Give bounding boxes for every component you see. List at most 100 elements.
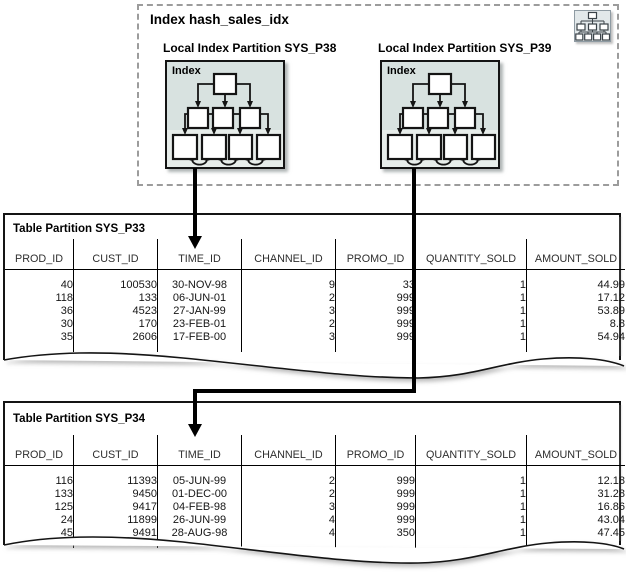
table-cell: 2 <box>241 465 336 488</box>
spacer-cell <box>415 344 527 352</box>
table-cell: 1 <box>415 292 527 305</box>
table-cell: 9 <box>241 269 336 292</box>
table-cell: 999 <box>335 465 416 488</box>
arrow-sysp39-elbow <box>193 389 416 393</box>
table-cell: 4523 <box>73 305 158 318</box>
column-header: CUST_ID <box>73 239 158 270</box>
table-cell: 11393 <box>73 465 158 488</box>
table-cell: 999 <box>335 488 416 501</box>
column-header: QUANTITY_SOLD <box>415 435 527 466</box>
spacer-cell <box>415 540 527 548</box>
btree-diagram <box>382 62 498 167</box>
table-cell: 17.12 <box>526 292 625 305</box>
index-partition-label-sysp39: Local Index Partition SYS_P39 <box>378 41 552 55</box>
spacer-cell <box>73 344 158 352</box>
table-cell: 4 <box>241 527 336 540</box>
table-cell: 35 <box>60 331 73 343</box>
table-cell: 16.86 <box>526 501 625 514</box>
torn-edge <box>3 536 625 564</box>
table-cell: 33 <box>335 269 416 292</box>
table-cell: 36 <box>60 305 73 317</box>
table-cell: 24 <box>60 514 73 526</box>
table-cell: 40 <box>60 279 73 291</box>
table-cell: 17-FEB-00 <box>157 331 242 344</box>
table-cell: 05-JUN-99 <box>157 465 242 488</box>
table-title-sysp33: Table Partition SYS_P33 <box>13 223 146 235</box>
table-cell: 23-FEB-01 <box>157 318 242 331</box>
table-cell: 8.8 <box>526 318 625 331</box>
table-cell: 1 <box>415 465 527 488</box>
table-cell: 3 <box>241 501 336 514</box>
column-header: AMOUNT_SOLD <box>526 435 625 466</box>
table-cell: 9417 <box>73 501 158 514</box>
table-cell: 1 <box>415 331 527 344</box>
arrow-sysp38-head <box>188 236 202 249</box>
table-cell: 1 <box>415 305 527 318</box>
table-title-sysp34: Table Partition SYS_P34 <box>13 413 146 425</box>
table-cell: 133 <box>54 488 73 500</box>
spacer-cell <box>241 344 336 352</box>
table-cell: 43.04 <box>526 514 625 527</box>
table-cell: 28-AUG-98 <box>157 527 242 540</box>
table-cell: 04-FEB-98 <box>157 501 242 514</box>
btree-hierarchy-icon <box>574 10 611 42</box>
spacer-cell <box>241 540 336 548</box>
table-cell: 30 <box>60 318 73 330</box>
spacer-cell <box>157 344 242 352</box>
index-partition-label-sysp38: Local Index Partition SYS_P38 <box>163 41 337 55</box>
table-cell: 27-JAN-99 <box>157 305 242 318</box>
column-header: PROMO_ID <box>335 239 416 270</box>
spacer-cell <box>335 344 416 352</box>
index-partition-box-sysp38: Index <box>165 60 285 169</box>
table-cell: 3 <box>241 331 336 344</box>
table-cell: 133 <box>73 292 158 305</box>
table-cell: 45 <box>60 527 73 539</box>
arrow-sysp39-to-sysp34 <box>412 168 416 393</box>
table-cell: 26-JUN-99 <box>157 514 242 527</box>
table-cell: 9450 <box>73 488 158 501</box>
index-group-title: Index hash_sales_idx <box>150 12 289 27</box>
table-cell: 350 <box>335 527 416 540</box>
column-header: PROD_ID <box>5 239 74 270</box>
table-cell: 2 <box>241 488 336 501</box>
table-cell: 1 <box>415 514 527 527</box>
table-cell: 1 <box>415 501 527 514</box>
column-header: CHANNEL_ID <box>241 239 336 270</box>
table-cell: 1 <box>415 527 527 540</box>
btree-hierarchy-icon-glyph <box>575 11 610 41</box>
column-header: CHANNEL_ID <box>241 435 336 466</box>
index-inner-label: Index <box>387 65 416 77</box>
table-cell: 4 <box>241 514 336 527</box>
table-cell: 47.45 <box>526 527 625 540</box>
table-cell: 170 <box>73 318 158 331</box>
table-cell: 100530 <box>73 269 158 292</box>
arrow-sysp39-head <box>188 424 202 437</box>
table-cell: 2 <box>241 318 336 331</box>
table-cell: 1 <box>415 488 527 501</box>
table-cell: 12.18 <box>526 465 625 488</box>
table-cell: 11899 <box>73 514 158 527</box>
column-header: QUANTITY_SOLD <box>415 239 527 270</box>
table-cell: 3 <box>241 305 336 318</box>
column-header: CUST_ID <box>73 435 158 466</box>
spacer-cell <box>526 344 625 352</box>
column-header: PROMO_ID <box>335 435 416 466</box>
torn-edge <box>3 352 625 379</box>
table-cell: 30-NOV-98 <box>157 269 242 292</box>
column-header: TIME_ID <box>157 435 242 466</box>
